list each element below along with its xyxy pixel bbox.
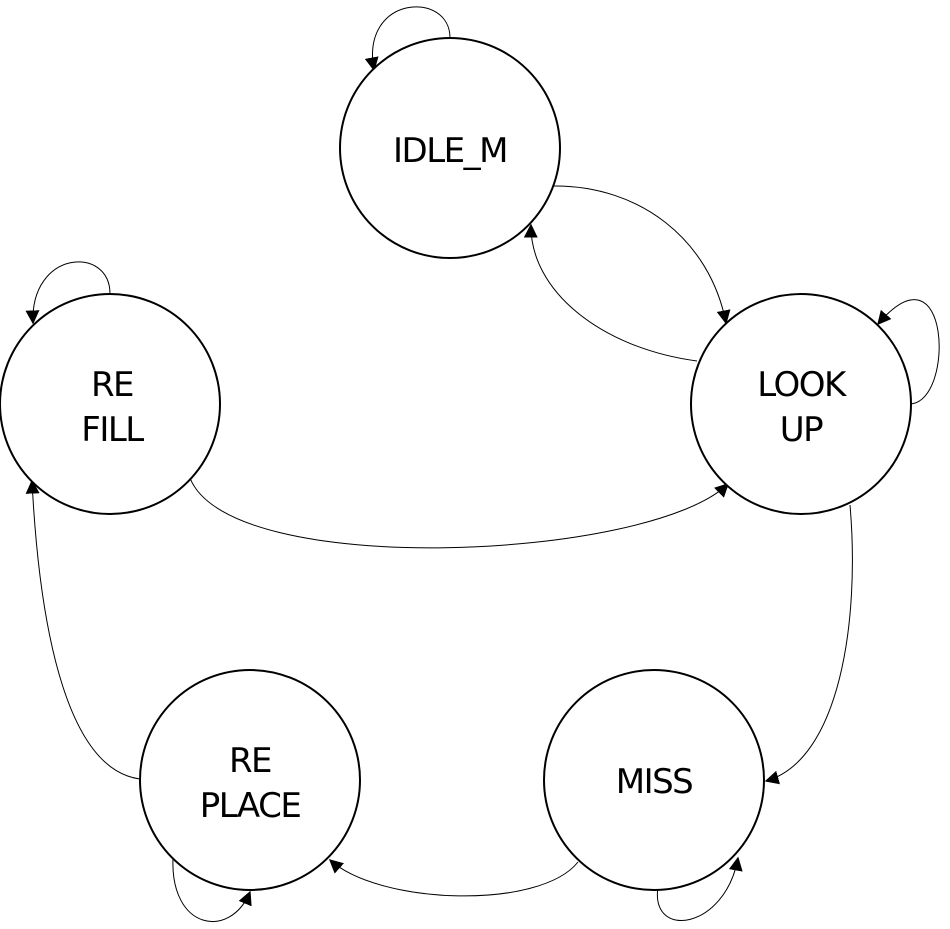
state-label-line-1: RE bbox=[229, 741, 271, 781]
state-replace: RE PLACE bbox=[139, 669, 361, 891]
state-label-line-2: FILL bbox=[81, 410, 144, 450]
state-circle bbox=[0, 293, 221, 515]
state-label-line-2: PLACE bbox=[200, 786, 301, 826]
edge-replace-self bbox=[172, 857, 252, 922]
edge-lookup-to-miss bbox=[764, 504, 853, 785]
edge-idle_m-self bbox=[364, 6, 451, 72]
state-circle bbox=[543, 669, 765, 891]
state-lookup: LOOK UP bbox=[690, 293, 912, 515]
state-label-line-1: LOOK bbox=[757, 365, 848, 405]
edge-lookup-to-idle_m bbox=[523, 223, 698, 362]
state-label-line-2: UP bbox=[780, 410, 823, 450]
state-label: MISS bbox=[616, 762, 693, 802]
edge-lookup-self bbox=[877, 299, 940, 405]
state-idle_m: IDLE_M bbox=[339, 37, 561, 259]
state-miss: MISS bbox=[543, 669, 765, 891]
edge-miss-self bbox=[656, 856, 743, 921]
edge-replace-to-refill bbox=[25, 479, 141, 780]
edge-refill-to-lookup bbox=[189, 477, 730, 549]
edge-refill-self bbox=[25, 261, 111, 325]
state-refill: RE FILL bbox=[0, 293, 221, 515]
edge-idle_m-to-lookup bbox=[552, 185, 731, 325]
edge-miss-to-replace bbox=[328, 859, 579, 897]
state-label-line-1: RE bbox=[91, 365, 133, 405]
state-circle bbox=[690, 293, 912, 515]
transition-edges bbox=[25, 6, 940, 922]
state-circle bbox=[139, 669, 361, 891]
state-label: IDLE_M bbox=[393, 131, 507, 171]
state-circle bbox=[339, 37, 561, 259]
